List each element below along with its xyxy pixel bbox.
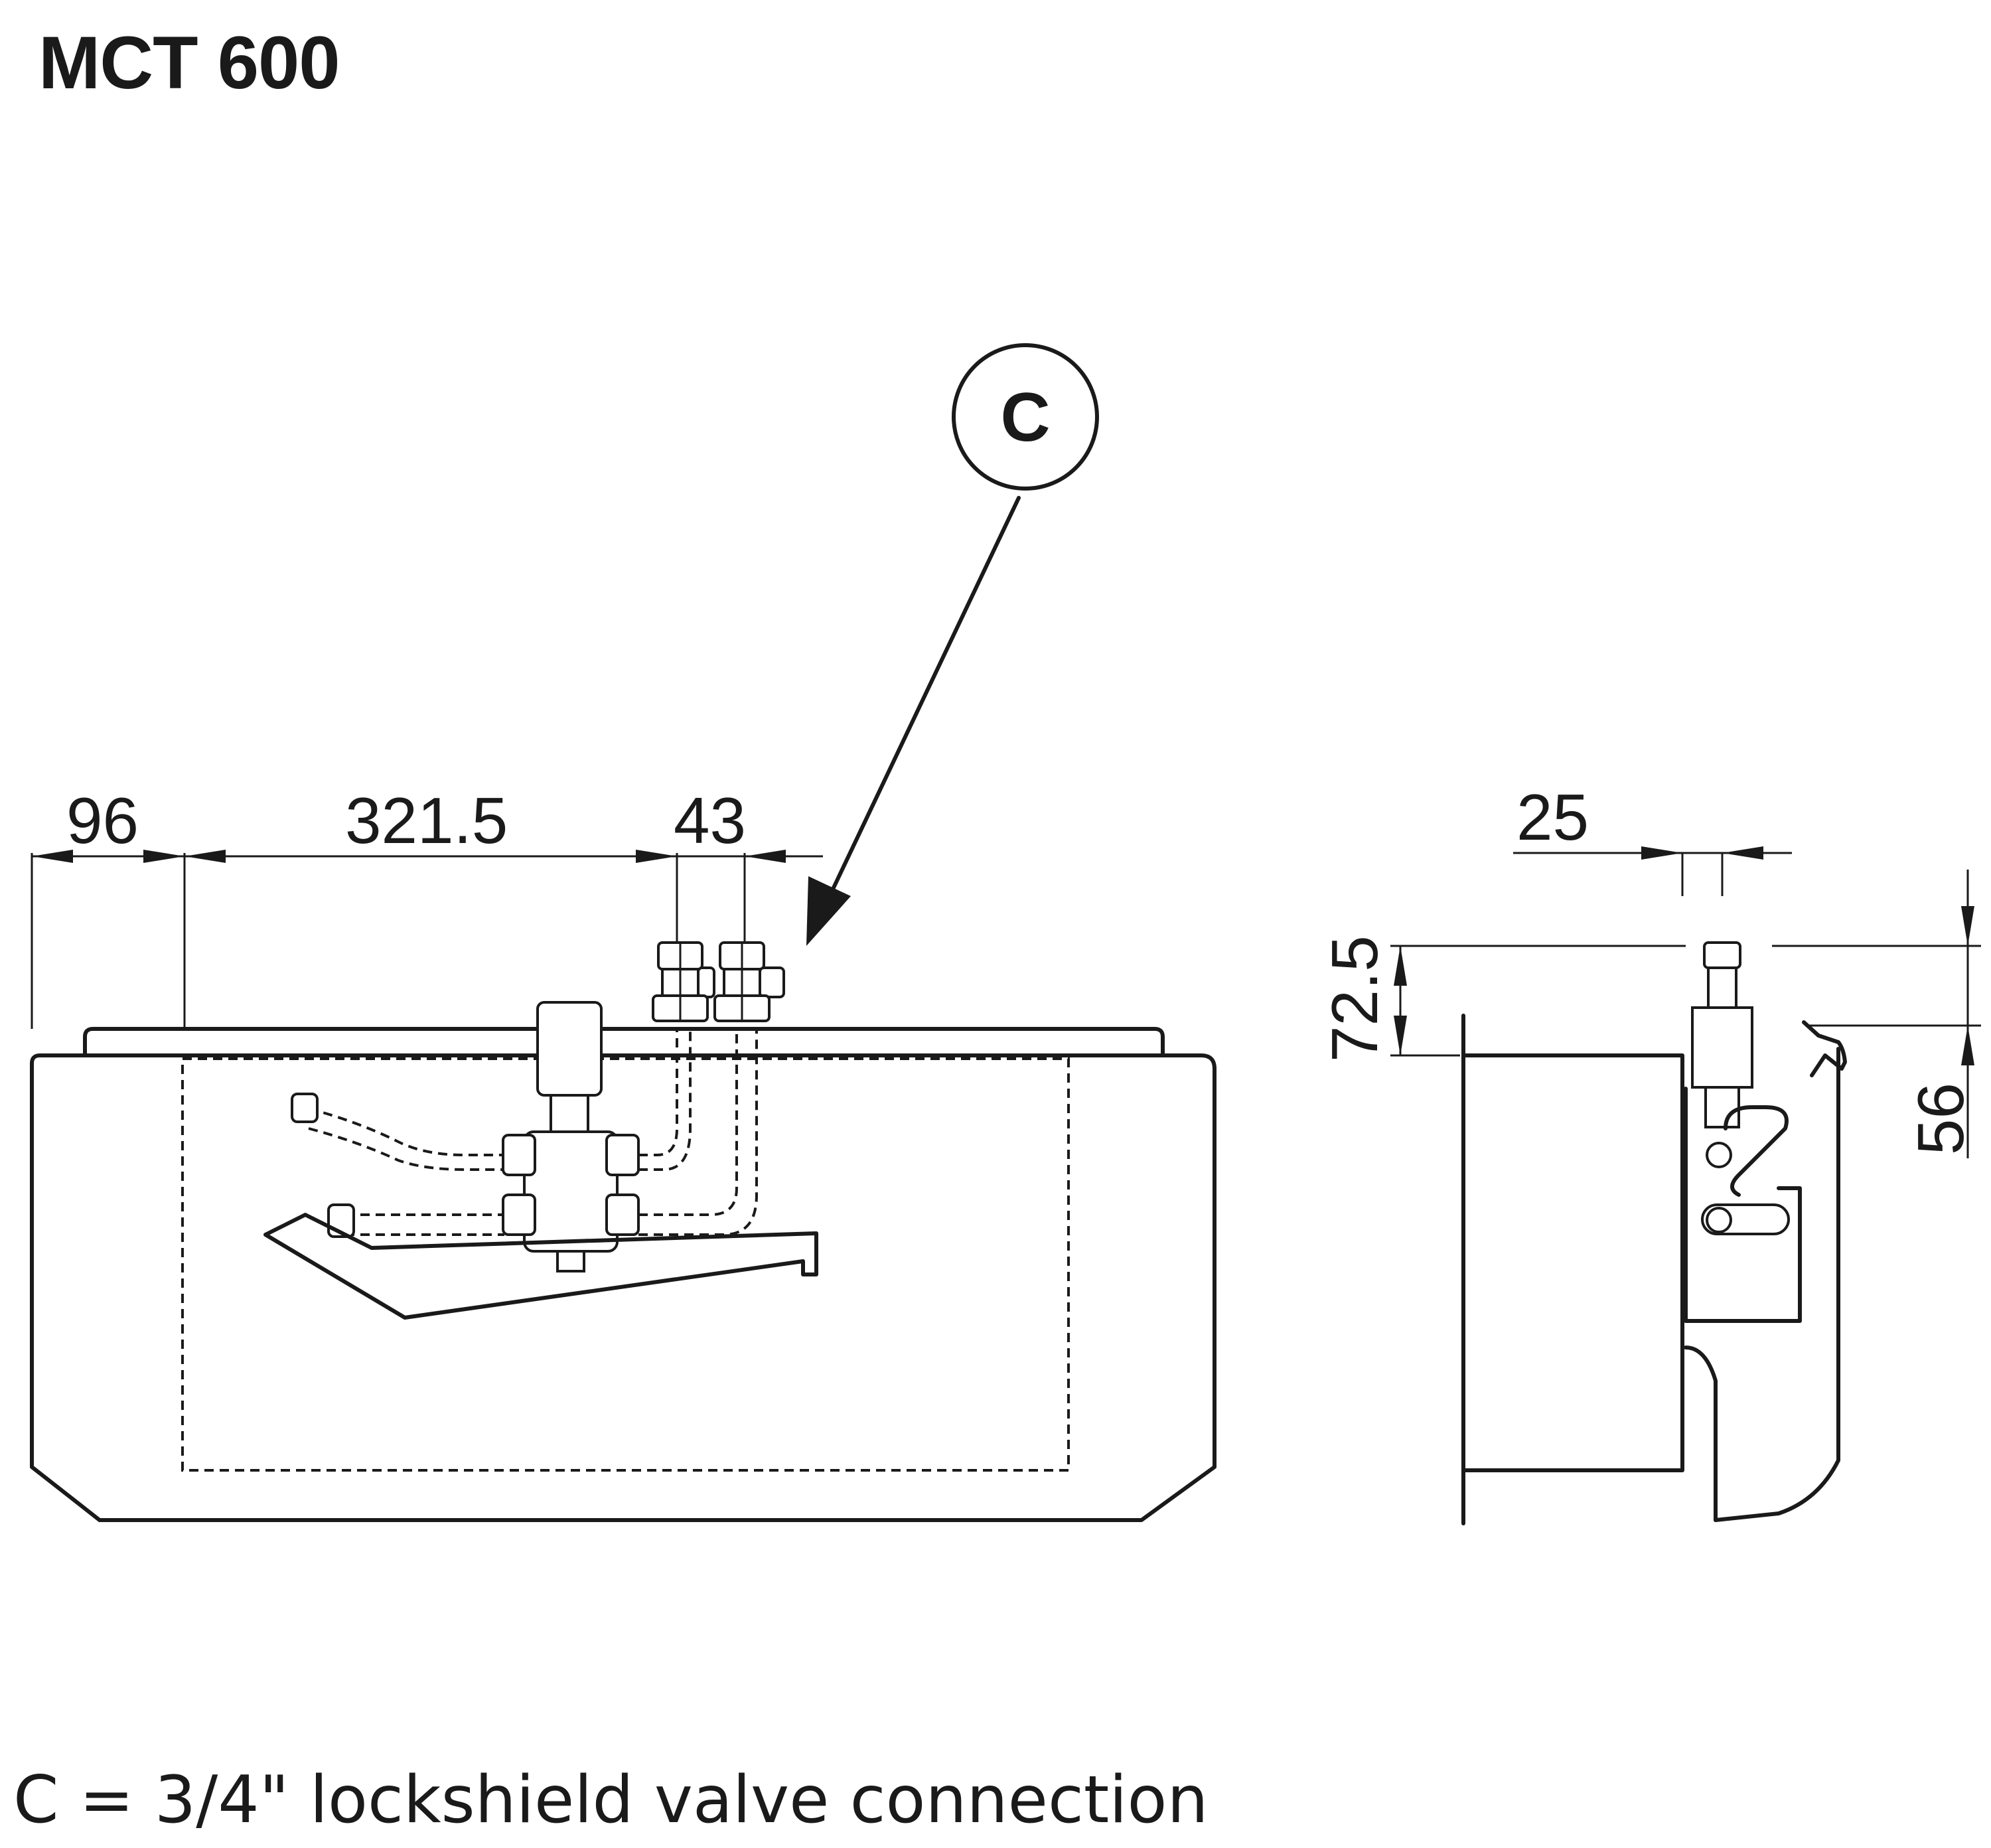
- center-stem: [536, 1001, 603, 1097]
- side-body: [1461, 1053, 1684, 1472]
- callout-c: C: [806, 343, 1099, 946]
- callout-leader: [828, 496, 1021, 898]
- front-body-outline: [30, 1053, 1217, 1522]
- front-view: 96 321.5 43: [30, 784, 1217, 1522]
- dim-43: 43: [674, 784, 746, 857]
- dim-321-5: 321.5: [345, 784, 508, 857]
- valve-right: [713, 941, 785, 1022]
- callout-label: C: [1000, 379, 1050, 456]
- dim-56: 56: [1904, 1083, 1977, 1155]
- front-top-rim: [83, 1027, 1165, 1057]
- footnote: C = 3/4" lockshield valve connection: [13, 1762, 1209, 1838]
- side-view: 25 72.5 56: [1318, 781, 1981, 1525]
- drip-tray: [263, 1213, 818, 1320]
- manifold-block: [523, 1130, 619, 1253]
- dim-25: 25: [1516, 781, 1589, 854]
- drawing-title: MCT 600: [38, 21, 340, 104]
- callout-circle: [952, 343, 1099, 491]
- valve-left: [652, 941, 715, 1022]
- front-hidden-outline: [181, 1057, 1070, 1472]
- dim-96: 96: [66, 784, 139, 857]
- dim-72-5: 72.5: [1318, 935, 1391, 1062]
